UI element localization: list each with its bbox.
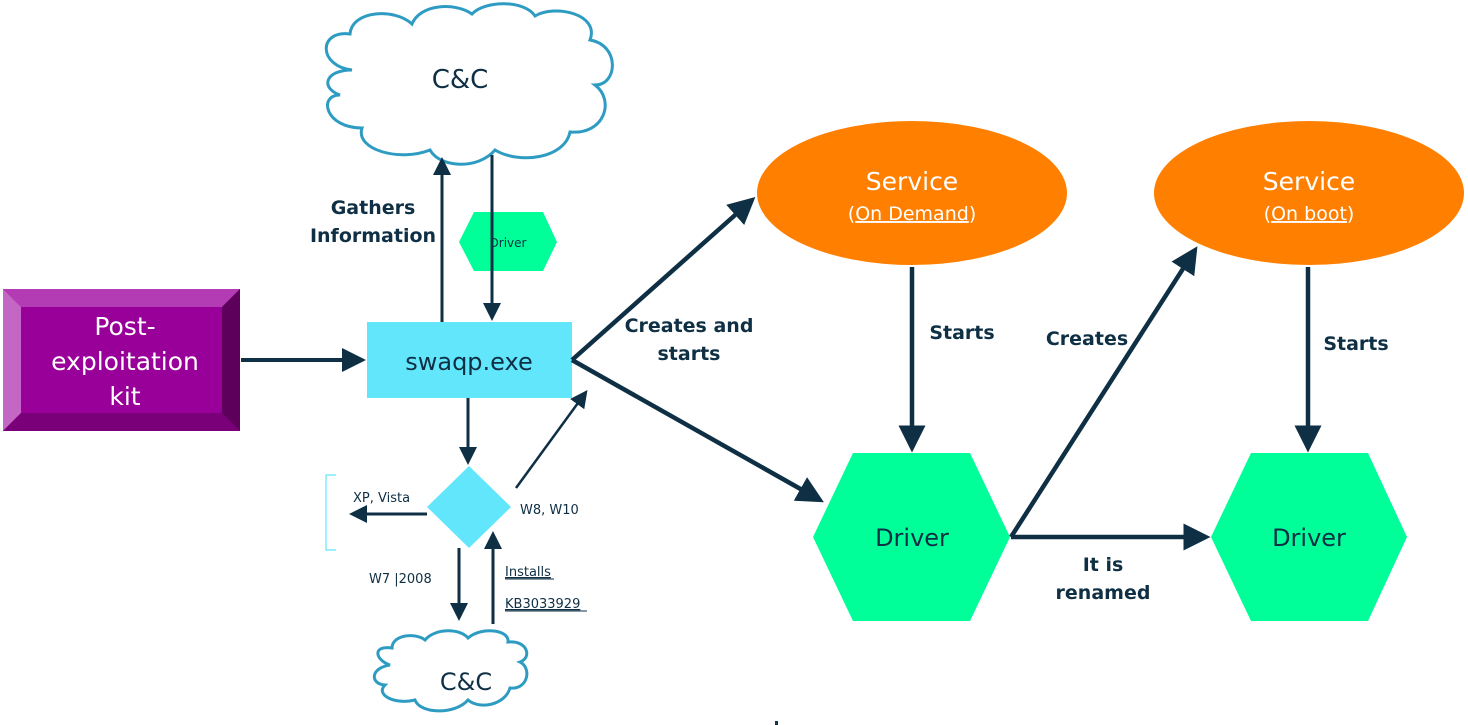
cnc-bottom-label: C&C — [440, 668, 492, 696]
driver-small-node: Driver — [459, 212, 557, 271]
label-renamed-line-1: It is — [1083, 554, 1124, 576]
label-starts-2: Starts — [1323, 333, 1388, 355]
label-starts-1: Starts — [929, 322, 994, 344]
label-kb: KB3033929 — [505, 597, 580, 612]
label-installs: Installs — [505, 565, 551, 580]
bevel-top — [3, 289, 240, 307]
swaqp-exe-node: swaqp.exe — [367, 322, 572, 398]
kit-label-line-3: kit — [109, 382, 140, 411]
service-on-boot-subtitle: (On boot) — [1264, 203, 1355, 225]
kit-label-line-1: Post- — [94, 312, 155, 341]
label-creates: Creates — [1046, 328, 1128, 350]
cnc-bottom-cloud: C&C — [372, 629, 529, 713]
driver-1-label: Driver — [875, 524, 949, 552]
bevel-left — [3, 289, 21, 431]
label-creates-starts-line-2: starts — [658, 343, 721, 365]
service-on-demand-title: Service — [866, 167, 958, 196]
service-on-demand-node: Service (On Demand) — [757, 121, 1067, 265]
label-w7-2008: W7 |2008 — [369, 572, 432, 587]
hexagon-shape — [1211, 453, 1407, 621]
driver-2-node: Driver — [1211, 453, 1407, 621]
swaqp-box — [367, 322, 572, 398]
label-renamed-line-2: renamed — [1056, 582, 1151, 604]
label-gathers-line-1: Gathers — [331, 197, 416, 219]
bevel-base — [3, 289, 240, 431]
cnc-top-cloud: C&C — [324, 2, 614, 166]
os-decision-diamond — [427, 466, 511, 548]
label-xp-vista: XP, Vista — [353, 491, 410, 506]
label-gathers-line-2: Information — [310, 225, 436, 247]
driver-1-node: Driver — [813, 453, 1010, 621]
bevel-bottom — [3, 413, 240, 431]
arrow-swaqp-to-service — [570, 197, 756, 362]
cloud-shape — [372, 629, 529, 713]
arrow-driver-to-service-boot — [1009, 246, 1198, 539]
service-on-boot-title: Service — [1263, 167, 1355, 196]
ellipse-shape — [1154, 121, 1464, 265]
os-bracket — [325, 474, 336, 551]
cnc-top-label: C&C — [432, 65, 489, 95]
driver-2-label: Driver — [1272, 524, 1346, 552]
hexagon-shape — [459, 212, 557, 271]
kit-label-line-2: exploitation — [51, 347, 199, 376]
driver-small-label: Driver — [490, 236, 527, 250]
label-creates-starts-line-1: Creates and — [625, 315, 754, 337]
service-on-boot-node: Service (On boot) — [1154, 121, 1464, 265]
edges — [241, 155, 1322, 624]
label-w8-w10: W8, W10 — [520, 503, 579, 518]
service-on-demand-subtitle: (On Demand) — [848, 203, 976, 225]
bevel-right — [222, 289, 240, 431]
ellipse-shape — [757, 121, 1067, 265]
cloud-shape — [324, 2, 614, 166]
swaqp-label: swaqp.exe — [405, 348, 533, 376]
arrow-decision-to-swaqp — [514, 389, 588, 489]
arrow-swaqp-to-driver — [570, 358, 824, 503]
hexagon-shape — [813, 453, 1010, 621]
stray-mark — [775, 721, 778, 725]
post-exploitation-kit-node: Post- exploitation kit — [3, 289, 240, 431]
